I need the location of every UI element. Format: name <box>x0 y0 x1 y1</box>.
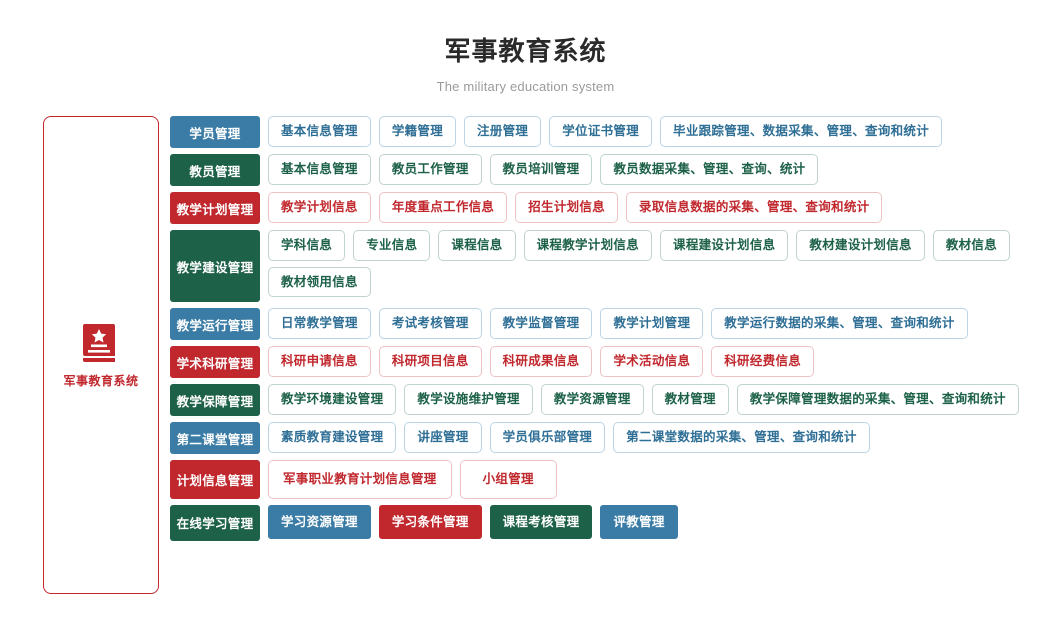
child-node[interactable]: 学位证书管理 <box>549 116 653 147</box>
child-node[interactable]: 学籍管理 <box>378 116 457 147</box>
root-column: 军事教育系统 <box>0 116 160 595</box>
child-node[interactable]: 课程教学计划信息 <box>523 230 653 261</box>
tree-row: 教员管理 基本信息管理 教员工作管理 教员培训管理 教员数据采集、管理、查询、统… <box>170 154 1043 187</box>
children-group: 军事职业教育计划信息管理 小组管理 <box>260 460 1043 499</box>
book-star-icon <box>81 322 121 364</box>
child-node[interactable]: 课程考核管理 <box>489 504 593 540</box>
children-group: 学科信息 专业信息 课程信息 课程教学计划信息 课程建设计划信息 教材建设计划信… <box>260 230 1043 298</box>
child-node[interactable]: 教学环境建设管理 <box>268 384 397 415</box>
child-node[interactable]: 课程建设计划信息 <box>660 230 789 261</box>
parent-node-teaching-support-management[interactable]: 教学保障管理 <box>170 384 260 417</box>
child-node[interactable]: 讲座管理 <box>404 422 482 453</box>
child-node[interactable]: 学术活动信息 <box>600 346 704 377</box>
child-node[interactable]: 教学计划管理 <box>600 308 704 339</box>
tree-row: 教学保障管理 教学环境建设管理 教学设施维护管理 教学资源管理 教材管理 教学保… <box>170 384 1043 417</box>
child-node[interactable]: 学科信息 <box>268 230 346 261</box>
child-node[interactable]: 评教管理 <box>600 504 678 540</box>
parent-node-academic-research-management[interactable]: 学术科研管理 <box>170 346 260 379</box>
child-node[interactable]: 科研项目信息 <box>378 346 482 377</box>
child-node[interactable]: 录取信息数据的采集、管理、查询和统计 <box>626 192 883 223</box>
child-node[interactable]: 教学监督管理 <box>489 308 593 339</box>
child-node[interactable]: 专业信息 <box>353 230 431 261</box>
child-node[interactable]: 基本信息管理 <box>268 154 371 185</box>
parent-node-teaching-plan-management[interactable]: 教学计划管理 <box>170 192 260 225</box>
child-node[interactable]: 学习条件管理 <box>378 504 482 540</box>
page-title: 军事教育系统 <box>444 36 607 66</box>
child-node[interactable]: 课程信息 <box>438 230 516 261</box>
child-node[interactable]: 教学保障管理数据的采集、管理、查询和统计 <box>736 384 1019 415</box>
child-node[interactable]: 注册管理 <box>464 116 542 147</box>
diagram-body: 军事教育系统 学员管理 基本信息管理 学籍管理 注册管理 学位证书管理 毕业跟踪… <box>0 94 1051 595</box>
child-node[interactable]: 军事职业教育计划信息管理 <box>268 460 452 499</box>
parent-node-teaching-construction-management[interactable]: 教学建设管理 <box>170 230 260 303</box>
child-node[interactable]: 教员培训管理 <box>489 154 593 185</box>
child-node[interactable]: 素质教育建设管理 <box>268 422 397 453</box>
child-node[interactable]: 科研成果信息 <box>489 346 593 377</box>
child-node[interactable]: 教学运行数据的采集、管理、查询和统计 <box>711 308 968 339</box>
child-node[interactable]: 教学资源管理 <box>540 384 644 415</box>
child-node[interactable]: 教材领用信息 <box>268 266 371 298</box>
child-node[interactable]: 教材建设计划信息 <box>796 230 925 261</box>
tree-row: 教学计划管理 教学计划信息 年度重点工作信息 招生计划信息 录取信息数据的采集、… <box>170 192 1043 225</box>
tree-row: 学术科研管理 科研申请信息 科研项目信息 科研成果信息 学术活动信息 科研经费信… <box>170 346 1043 379</box>
children-group: 教学环境建设管理 教学设施维护管理 教学资源管理 教材管理 教学保障管理数据的采… <box>260 384 1043 415</box>
child-node[interactable]: 教员工作管理 <box>378 154 482 185</box>
parent-node-online-learning-management[interactable]: 在线学习管理 <box>170 504 260 541</box>
page-header: 军事教育系统 The military education system <box>0 0 1051 94</box>
child-node[interactable]: 日常教学管理 <box>268 308 371 339</box>
child-node[interactable]: 招生计划信息 <box>515 192 619 223</box>
children-group: 基本信息管理 教员工作管理 教员培训管理 教员数据采集、管理、查询、统计 <box>260 154 1043 185</box>
children-group: 基本信息管理 学籍管理 注册管理 学位证书管理 毕业跟踪管理、数据采集、管理、查… <box>260 116 1043 147</box>
parent-node-plan-information-management[interactable]: 计划信息管理 <box>170 460 260 499</box>
children-group: 科研申请信息 科研项目信息 科研成果信息 学术活动信息 科研经费信息 <box>260 346 1043 377</box>
tree-row: 在线学习管理 学习资源管理 学习条件管理 课程考核管理 评教管理 <box>170 504 1043 541</box>
tree-row: 教学运行管理 日常教学管理 考试考核管理 教学监督管理 教学计划管理 教学运行数… <box>170 308 1043 341</box>
parent-node-teacher-management[interactable]: 教员管理 <box>170 154 260 187</box>
tree-row: 教学建设管理 学科信息 专业信息 课程信息 课程教学计划信息 课程建设计划信息 … <box>170 230 1043 303</box>
child-node[interactable]: 小组管理 <box>459 460 557 499</box>
tree-row: 第二课堂管理 素质教育建设管理 讲座管理 学员俱乐部管理 第二课堂数据的采集、管… <box>170 422 1043 455</box>
parent-node-student-management[interactable]: 学员管理 <box>170 116 260 149</box>
tree-container: 学员管理 基本信息管理 学籍管理 注册管理 学位证书管理 毕业跟踪管理、数据采集… <box>160 116 1051 594</box>
child-node[interactable]: 年度重点工作信息 <box>378 192 508 223</box>
children-group: 学习资源管理 学习条件管理 课程考核管理 评教管理 <box>260 504 1043 540</box>
child-node[interactable]: 教学计划信息 <box>268 192 371 223</box>
root-node[interactable]: 军事教育系统 <box>43 116 159 595</box>
child-node[interactable]: 考试考核管理 <box>378 308 482 339</box>
child-node[interactable]: 科研经费信息 <box>711 346 815 377</box>
child-node[interactable]: 科研申请信息 <box>268 346 371 377</box>
child-node[interactable]: 基本信息管理 <box>268 116 371 147</box>
children-group: 日常教学管理 考试考核管理 教学监督管理 教学计划管理 教学运行数据的采集、管理… <box>260 308 1043 339</box>
child-node[interactable]: 教材管理 <box>651 384 729 415</box>
child-node[interactable]: 第二课堂数据的采集、管理、查询和统计 <box>613 422 870 453</box>
page-subtitle: The military education system <box>436 79 615 95</box>
parent-node-teaching-operation-management[interactable]: 教学运行管理 <box>170 308 260 341</box>
root-node-label: 军事教育系统 <box>63 373 139 388</box>
child-node[interactable]: 教学设施维护管理 <box>404 384 533 415</box>
children-group: 素质教育建设管理 讲座管理 学员俱乐部管理 第二课堂数据的采集、管理、查询和统计 <box>260 422 1043 453</box>
parent-node-second-classroom-management[interactable]: 第二课堂管理 <box>170 422 260 455</box>
tree-row: 计划信息管理 军事职业教育计划信息管理 小组管理 <box>170 460 1043 499</box>
child-node[interactable]: 学习资源管理 <box>268 504 371 540</box>
child-node[interactable]: 毕业跟踪管理、数据采集、管理、查询和统计 <box>660 116 943 147</box>
child-node[interactable]: 教员数据采集、管理、查询、统计 <box>600 154 819 185</box>
tree-row: 学员管理 基本信息管理 学籍管理 注册管理 学位证书管理 毕业跟踪管理、数据采集… <box>170 116 1043 149</box>
child-node[interactable]: 教材信息 <box>932 230 1011 261</box>
child-node[interactable]: 学员俱乐部管理 <box>489 422 606 453</box>
children-group: 教学计划信息 年度重点工作信息 招生计划信息 录取信息数据的采集、管理、查询和统… <box>260 192 1043 223</box>
